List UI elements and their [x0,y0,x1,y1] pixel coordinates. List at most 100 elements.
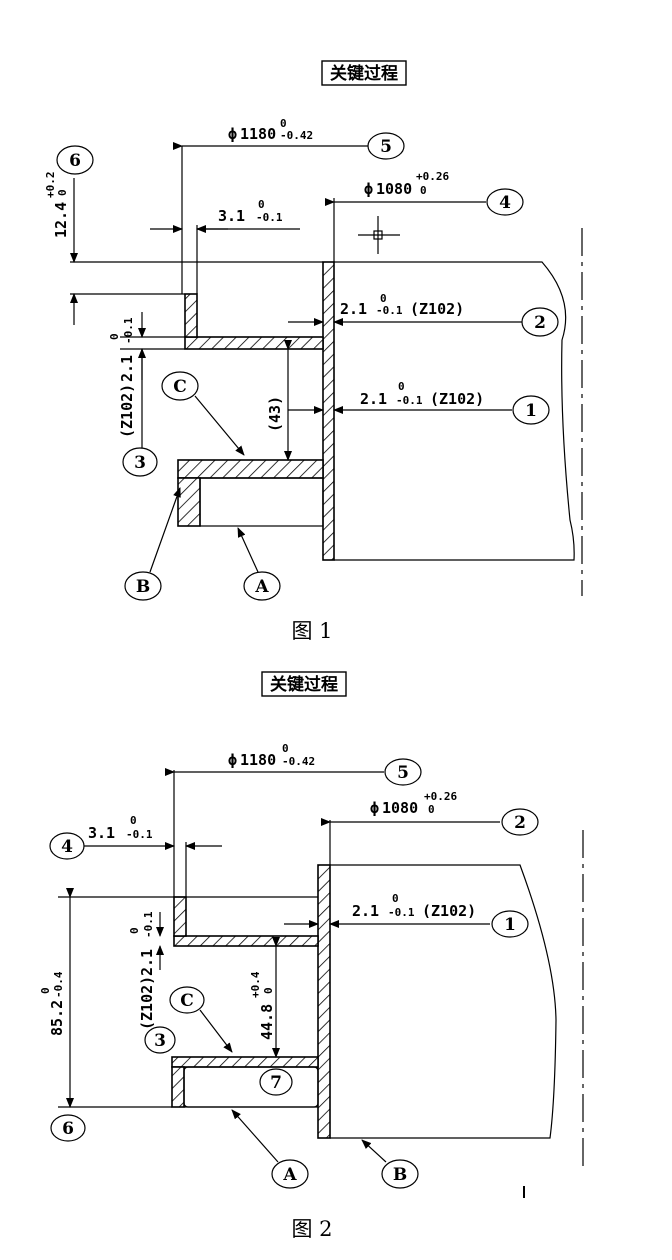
fig2-dim-wall3-prefix: (Z102) [138,976,156,1030]
fig2-dim-outer-nominal: 1180 [240,751,276,769]
fig2-top-flange [173,935,319,947]
figure-1: 关键过程 ϕ 1180 0 -0.42 ϕ 1080 [44,60,583,643]
fig2-label-a: A [231,1109,309,1189]
fig2-lower-leg [171,1066,185,1108]
fig2-dim-inner-upper: +0.26 [424,790,457,803]
fig2-top-upright [173,896,187,937]
fig1-label-c: C [161,371,245,456]
fig1-lower-plate [177,459,324,479]
fig2-body-outline [330,864,557,1139]
fig1-dim-outer-upper: 0 [280,117,287,130]
svg-text:1: 1 [504,915,516,935]
fig2-dim-wall1-nominal: 2.1 [352,902,379,920]
fig2-bubble-6: 6 [50,1114,86,1142]
fig1-dim-wall2-suffix: (Z102) [410,300,464,318]
figure-2: 关键过程 ϕ 1180 0 -0.42 ϕ 1080 +0.26 0 [39,671,584,1241]
fig2-lower-plate [171,1056,319,1068]
fig1-top-flange [184,336,324,350]
fig1-label-b: B [124,487,181,601]
fig2-dim-wall3-upper: 0 [128,927,141,934]
fig2-title-box [261,671,347,697]
svg-text:3: 3 [154,1031,166,1051]
fig2-dim-wall3-nominal: 2.1 [138,949,156,976]
fig1-dim-slot-upper: 0 [258,198,265,211]
fig1-dim-wall2-nominal: 2.1 [340,300,367,318]
fig1-caption: 图 1 [291,619,332,643]
fig1-dim-height-lower: 0 [56,189,69,196]
svg-text:B: B [393,1165,407,1185]
fig1-dim-ref: (43) [266,396,284,432]
fig2-dim-gap-lower: 0 [262,987,275,994]
fig2-dim-slot-upper: 0 [130,814,137,827]
fig1-dim-slot-nominal: 3.1 [218,207,245,225]
fig2-dim-slot-nominal: 3.1 [88,824,115,842]
svg-text:2: 2 [534,313,546,333]
svg-text:B: B [136,577,150,597]
svg-text:C: C [180,991,194,1011]
fig2-slot [183,1066,319,1108]
fig1-vertical-wall [322,261,335,561]
fig1-dim-inner-symbol: ϕ [364,180,373,198]
fig1-dim-outer-symbol: ϕ [228,125,237,143]
fig2-bubble-7: 7 [259,1068,293,1096]
fig1-bubble-5: 5 [367,132,405,160]
svg-text:3: 3 [134,453,146,473]
svg-text:C: C [173,377,187,397]
fig1-dim-inner-nominal: 1080 [376,180,412,198]
svg-text:1: 1 [525,401,537,421]
fig1-title-box [321,60,407,86]
fig2-bubble-4: 4 [49,832,85,860]
fig2-dim-wall1-upper: 0 [392,892,399,905]
fig1-bubble-4: 4 [486,188,524,216]
svg-text:7: 7 [270,1073,282,1093]
fig1-bubble-3: 3 [122,447,158,477]
fig2-dim-inner-symbol: ϕ [370,799,379,817]
svg-text:6: 6 [69,151,81,171]
fig2-vertical-wall [317,864,331,1139]
fig1-dim-wall1-nominal: 2.1 [360,390,387,408]
fig2-label-c: C [169,986,233,1053]
fig1-label-a: A [237,527,281,601]
fig1-dim-wall3-lower: -0.1 [122,317,135,344]
fig1-dim-wall2-lower: -0.1 [376,304,403,317]
fig1-dim-wall3-nominal: 2.1 [118,355,136,382]
fig2-caption: 图 2 [291,1217,332,1241]
fig2-bubble-5: 5 [384,758,422,786]
fig2-dim-outer-upper: 0 [282,742,289,755]
fig1-lower-leg [177,477,201,527]
fig2-dim-wall1-suffix: (Z102) [422,902,476,920]
svg-text:2: 2 [514,813,526,833]
fig2-dim-total-nominal: 85.2 [48,1000,66,1036]
fig2-bubble-3: 3 [144,1026,176,1054]
fig1-bubble-6: 6 [56,145,94,175]
fig2-dim-total-upper: 0 [39,987,52,994]
fig2-dim-total-lower: -0.4 [52,971,65,998]
svg-text:A: A [254,577,269,597]
fig2-dim-inner-lower: 0 [428,803,435,816]
fig1-bubble-1: 1 [512,395,550,425]
fig1-body-outline [334,261,575,561]
fig1-slot-a [199,477,324,527]
svg-text:A: A [282,1165,297,1185]
fig1-dim-wall2-upper: 0 [380,292,387,305]
fig2-dim-slot-lower: -0.1 [126,828,153,841]
fig2-dim-wall1-lower: -0.1 [388,906,415,919]
fig1-dim-inner-lower: 0 [420,184,427,197]
fig1-dim-wall1-upper: 0 [398,380,405,393]
fig1-dim-inner-upper: +0.26 [416,170,449,183]
svg-text:5: 5 [380,137,392,157]
fig2-dim-inner-nominal: 1080 [382,799,418,817]
fig1-dim-outer-lower: -0.42 [280,129,313,142]
fig1-dim-wall1-lower: -0.1 [396,394,423,407]
fig2-label-b: B [361,1139,419,1189]
fig1-dim-height-upper: +0.2 [44,172,57,199]
fig1-dim-wall3-prefix: (Z102) [118,384,136,438]
fig1-title: 关键过程 [330,63,398,84]
svg-text:5: 5 [397,763,409,783]
fig2-dim-outer-lower: -0.42 [282,755,315,768]
fig2-bubble-2: 2 [501,808,539,836]
fig2-dim-wall3-lower: -0.1 [142,911,155,938]
svg-text:4: 4 [499,193,511,213]
fig1-bubble-2: 2 [521,307,559,337]
